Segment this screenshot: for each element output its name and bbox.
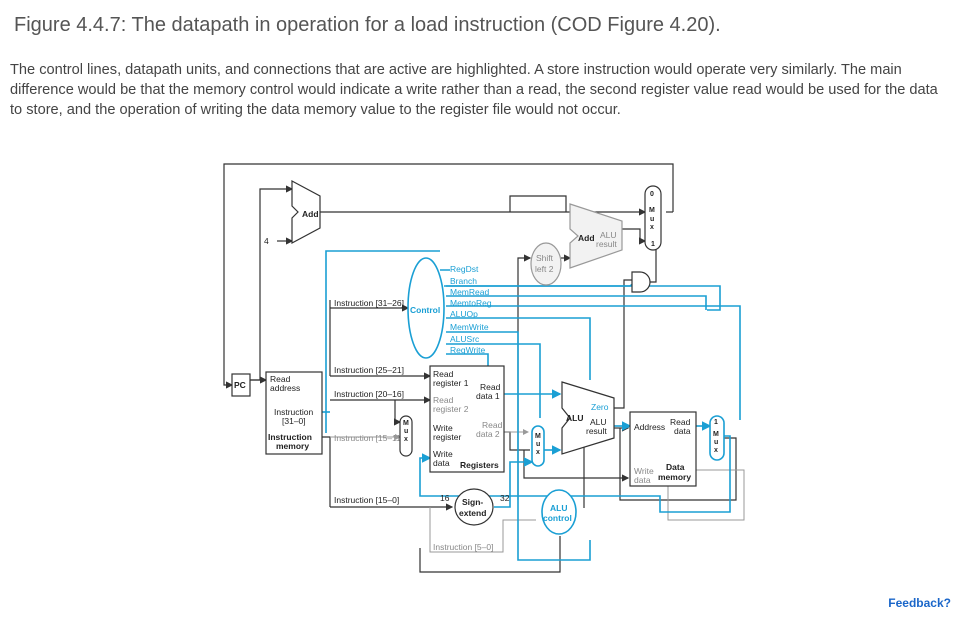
svg-text:Write: Write bbox=[634, 466, 654, 476]
feedback-link[interactable]: Feedback? bbox=[888, 596, 951, 610]
svg-text:result: result bbox=[586, 426, 607, 436]
shift-left-2: Shift left 2 bbox=[530, 242, 562, 286]
svg-text:MemtoReg: MemtoReg bbox=[450, 298, 492, 308]
svg-text:data: data bbox=[634, 475, 651, 485]
control-unit: Control bbox=[407, 257, 445, 359]
svg-text:1: 1 bbox=[714, 419, 718, 426]
svg-text:Read: Read bbox=[480, 382, 501, 392]
svg-text:Shift: Shift bbox=[536, 253, 554, 263]
svg-text:register 2: register 2 bbox=[433, 404, 469, 414]
svg-text:result: result bbox=[596, 239, 617, 249]
svg-text:Data: Data bbox=[666, 462, 685, 472]
pc-adder: Add bbox=[291, 179, 321, 245]
svg-text:memory: memory bbox=[276, 441, 309, 451]
svg-text:data: data bbox=[674, 426, 691, 436]
const-four: 4 bbox=[264, 236, 269, 246]
svg-text:ALUOp: ALUOp bbox=[450, 309, 478, 319]
svg-text:Zero: Zero bbox=[591, 402, 609, 412]
svg-text:ALU: ALU bbox=[600, 230, 617, 240]
svg-text:Write: Write bbox=[433, 423, 453, 433]
svg-text:MemWrite: MemWrite bbox=[450, 322, 489, 332]
svg-text:address: address bbox=[270, 383, 300, 393]
pc-register: PC bbox=[231, 373, 251, 397]
svg-text:data 2: data 2 bbox=[476, 429, 500, 439]
regdst-mux: M u x bbox=[399, 415, 413, 457]
svg-text:Branch: Branch bbox=[450, 276, 477, 286]
alusrc-mux: M u x bbox=[531, 425, 545, 467]
svg-text:u: u bbox=[714, 439, 718, 446]
figure-title: Figure 4.4.7: The datapath in operation … bbox=[14, 14, 721, 36]
svg-text:RegWrite: RegWrite bbox=[450, 345, 486, 355]
svg-text:extend: extend bbox=[459, 508, 486, 518]
svg-text:Address: Address bbox=[634, 422, 665, 432]
svg-text:M: M bbox=[535, 433, 541, 440]
instr-15-0-label: Instruction [15–0] bbox=[334, 495, 399, 505]
instr-25-21-label: Instruction [25–21] bbox=[334, 365, 404, 375]
svg-text:control: control bbox=[543, 513, 572, 523]
svg-text:Add: Add bbox=[302, 209, 319, 219]
svg-text:x: x bbox=[650, 224, 654, 231]
svg-text:Instruction: Instruction bbox=[274, 407, 313, 417]
svg-text:ALU: ALU bbox=[566, 413, 583, 423]
active-wires bbox=[322, 250, 741, 561]
branch-and-gate bbox=[631, 271, 651, 293]
instr-31-26-label: Instruction [31–26] bbox=[334, 298, 404, 308]
branch-adder: Add ALU result bbox=[569, 203, 623, 269]
svg-text:Read: Read bbox=[433, 369, 454, 379]
memtoreg-mux: 1 M u x bbox=[709, 415, 725, 461]
svg-text:u: u bbox=[650, 216, 654, 223]
svg-text:0: 0 bbox=[650, 191, 654, 198]
svg-text:Read: Read bbox=[433, 395, 454, 405]
svg-text:Write: Write bbox=[433, 449, 453, 459]
svg-text:Add: Add bbox=[578, 233, 595, 243]
svg-text:register 1: register 1 bbox=[433, 378, 469, 388]
svg-text:ALU: ALU bbox=[550, 503, 567, 513]
instr-15-11-label: Instruction [15–11] bbox=[334, 433, 403, 443]
svg-text:ALU: ALU bbox=[590, 417, 607, 427]
svg-text:ALUSrc: ALUSrc bbox=[450, 334, 480, 344]
svg-text:memory: memory bbox=[658, 472, 691, 482]
svg-text:1: 1 bbox=[651, 241, 655, 248]
dim-wires bbox=[330, 429, 745, 553]
svg-text:Sign-: Sign- bbox=[462, 497, 483, 507]
svg-text:[31–0]: [31–0] bbox=[282, 416, 306, 426]
svg-text:x: x bbox=[404, 436, 408, 443]
svg-text:M: M bbox=[403, 420, 409, 427]
instruction-memory: Read address Instruction [31–0] Instruct… bbox=[265, 371, 323, 455]
svg-text:M: M bbox=[649, 207, 655, 214]
svg-text:Read: Read bbox=[670, 417, 691, 427]
svg-text:M: M bbox=[713, 431, 719, 438]
instr-5-0-label: Instruction [5–0] bbox=[433, 542, 493, 552]
register-file: Read register 1 Read register 2 Write re… bbox=[429, 365, 505, 473]
svg-text:u: u bbox=[404, 428, 408, 435]
instr-20-16-label: Instruction [20–16] bbox=[334, 389, 404, 399]
svg-text:data: data bbox=[433, 458, 450, 468]
figure-caption: The control lines, datapath units, and c… bbox=[10, 62, 938, 118]
data-memory: Address Read data Write data Data memory bbox=[629, 411, 697, 487]
svg-text:u: u bbox=[536, 441, 540, 448]
svg-text:MemRead: MemRead bbox=[450, 287, 489, 297]
svg-text:Read: Read bbox=[270, 374, 291, 384]
main-alu: ALU Zero ALU result bbox=[561, 381, 615, 455]
sign-extend: Sign- extend 16 32 bbox=[440, 488, 510, 526]
control-signal-labels: RegDst Branch MemRead MemtoReg ALUOp Mem… bbox=[450, 264, 492, 355]
pc-source-mux: 0 M u x 1 bbox=[644, 185, 662, 251]
svg-text:x: x bbox=[714, 447, 718, 454]
svg-text:16: 16 bbox=[440, 493, 450, 503]
alu-control: ALU control bbox=[541, 489, 577, 535]
svg-text:left 2: left 2 bbox=[535, 264, 554, 274]
svg-text:Instruction: Instruction bbox=[268, 432, 312, 442]
svg-text:data 1: data 1 bbox=[476, 391, 500, 401]
svg-text:Registers: Registers bbox=[460, 460, 499, 470]
svg-text:PC: PC bbox=[234, 380, 246, 390]
svg-text:RegDst: RegDst bbox=[450, 264, 479, 274]
svg-text:32: 32 bbox=[500, 493, 510, 503]
svg-text:Control: Control bbox=[410, 305, 440, 315]
svg-text:register: register bbox=[433, 432, 462, 442]
svg-text:Read: Read bbox=[482, 420, 503, 430]
svg-text:x: x bbox=[536, 449, 540, 456]
